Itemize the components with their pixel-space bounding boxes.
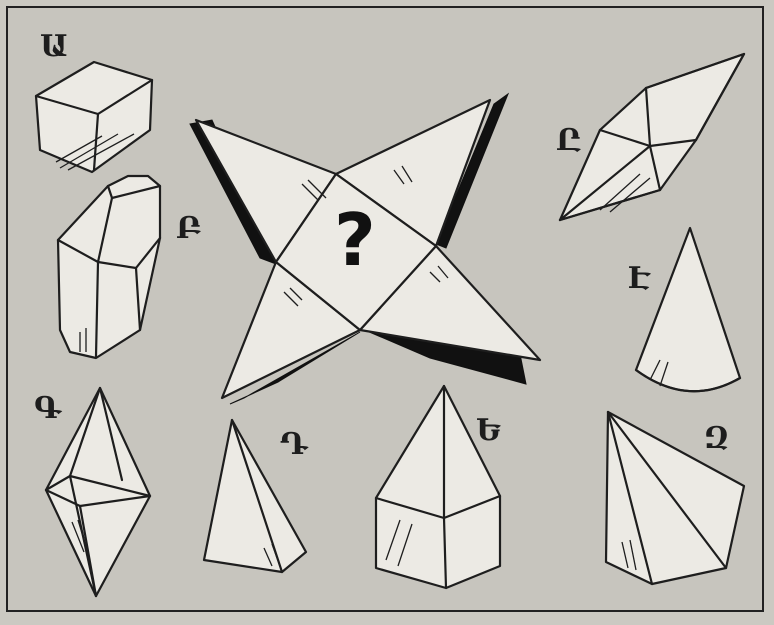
label-h: Ը (556, 123, 581, 158)
solid-g-cone (634, 226, 742, 393)
solid-d-pyramid (202, 418, 308, 574)
solid-e-house (374, 384, 502, 590)
label-c: Գ (34, 391, 61, 426)
label-f: Զ (704, 421, 729, 456)
solid-f-oblique-pyramid (604, 410, 746, 586)
solid-b-prism (56, 174, 162, 360)
solid-c-bipyramid (44, 386, 152, 598)
label-b: Բ (176, 211, 201, 246)
central-net-figure (189, 92, 542, 405)
label-d: Դ (280, 427, 308, 462)
question-mark: ? (334, 198, 376, 282)
label-a: Ա (40, 29, 69, 64)
label-g: Է (628, 261, 651, 296)
label-e: Ե (476, 413, 501, 448)
solid-a-truncated-cube (34, 60, 154, 174)
solid-h-bipyramid (558, 52, 746, 222)
